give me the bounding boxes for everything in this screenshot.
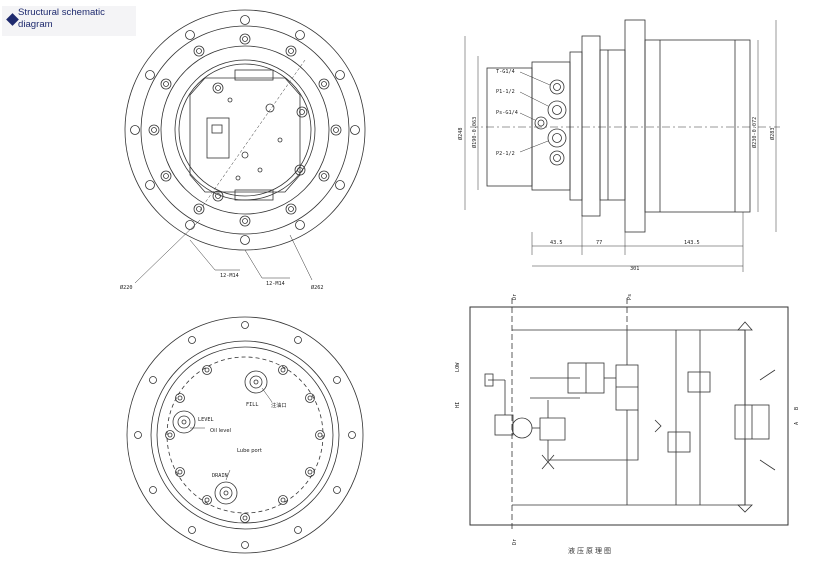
dim-301: 301: [630, 266, 639, 272]
hydraulic-schematic: Dr Ps LOW HI A B Dr 液压原理图: [455, 294, 800, 555]
label-level: LEVEL: [198, 417, 214, 423]
dim-77: 77: [596, 240, 602, 246]
dim-283: Ø283: [769, 128, 776, 141]
dim-43-5: 43.5: [550, 240, 563, 246]
dim-248: Ø248: [457, 128, 464, 141]
inner-ring-holes: [165, 365, 325, 523]
label-a: A: [794, 421, 800, 425]
label-port-t: T-G1/4: [496, 69, 515, 75]
port-fittings: [534, 79, 567, 166]
label-low: LOW: [455, 362, 461, 372]
side-view: T-G1/4 P1-1/2 Ps-G1/4 P2-1/2 Ø248 Ø190-0…: [457, 19, 780, 272]
label-dia-220: Ø220: [120, 284, 133, 291]
dim-143-5: 143.5: [684, 240, 700, 246]
section-title: Structural schematic diagram: [18, 7, 105, 30]
label-bolts-inner: 12-M14: [220, 273, 239, 279]
top-face-view: Ø220 12-M14 12-M14 Ø262: [120, 9, 366, 291]
label-dia-262: Ø262: [311, 284, 324, 291]
label-bolts-outer: 12-M14: [266, 281, 285, 287]
section-title-badge: Structural schematic diagram: [2, 6, 136, 36]
outer-rim-holes: [134, 321, 356, 549]
label-port-ps: Ps-G1/4: [496, 110, 518, 116]
dim-230: Ø230-0.072: [751, 117, 758, 148]
label-b: B: [794, 407, 800, 410]
label-lube-port: Lube port: [237, 448, 262, 454]
plug-ports: [172, 370, 268, 505]
label-port-p1: P1-1/2: [496, 89, 515, 95]
label-drain: DRAIN: [212, 473, 228, 479]
label-dr-bottom: Dr: [512, 539, 518, 545]
bottom-face-view: FILL 注油口 LEVEL Oil level Lube port DRAIN: [126, 316, 364, 554]
valve-block: [189, 69, 308, 202]
label-dr-top: Dr: [512, 294, 518, 300]
label-fill-cn: 注油口: [271, 401, 287, 409]
inner-bolt-holes: [148, 33, 342, 227]
label-fill: FILL: [246, 402, 259, 408]
label-ps-top: Ps: [627, 294, 633, 300]
dim-190: Ø190-0.063: [471, 117, 478, 148]
label-hi: HI: [455, 402, 461, 408]
label-oil-level: Oil level: [210, 428, 231, 434]
label-port-p2: P2-1/2: [496, 151, 515, 157]
leader-lines: [134, 59, 313, 284]
outer-bolt-holes: [130, 15, 360, 245]
schematic-caption: 液压原理图: [568, 546, 613, 555]
